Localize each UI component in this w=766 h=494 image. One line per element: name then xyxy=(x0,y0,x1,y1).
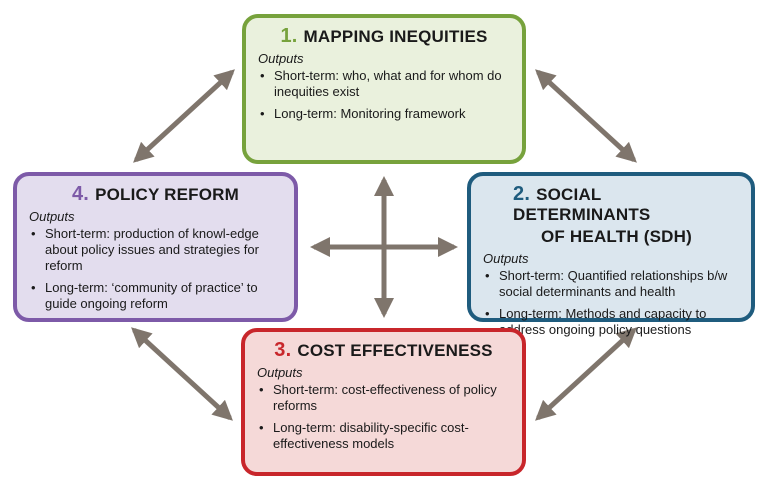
box2-item-long-term: Long-term: Methods and capacity to addre… xyxy=(483,306,739,338)
box3-item-short-term: Short-term: cost-effectiveness of policy… xyxy=(257,382,510,414)
box2-title: 2.SOCIAL DETERMINANTS xyxy=(483,184,739,225)
box4-title-text: POLICY REFORM xyxy=(95,185,240,204)
box4-title: 4. POLICY REFORM xyxy=(29,184,282,205)
box-cost-effectiveness: 3. COST EFFECTIVENESS Outputs Short-term:… xyxy=(241,328,526,476)
box-policy-reform: 4. POLICY REFORM Outputs Short-term: prod… xyxy=(13,172,298,322)
box2-list: Short-term: Quantified relationships b/w… xyxy=(483,268,739,338)
box3-number: 3. xyxy=(274,339,292,361)
box1-list: Short-term: who, what and for whom do in… xyxy=(258,68,510,122)
box2-title-line2: OF HEALTH (SDH) xyxy=(541,227,692,246)
box2-title-line1: SOCIAL DETERMINANTS xyxy=(513,185,651,224)
box1-item-long-term: Long-term: Monitoring framework xyxy=(258,106,510,122)
box3-outputs-label: Outputs xyxy=(257,365,303,380)
box1-outputs-label: Outputs xyxy=(258,51,304,66)
box2-item-short-term: Short-term: Quantified relationships b/w… xyxy=(483,268,739,300)
box2-number: 2. xyxy=(513,183,531,205)
box3-title-text: COST EFFECTIVENESS xyxy=(297,341,493,360)
box3-item-long-term: Long-term: disability-specific cost-effe… xyxy=(257,420,510,452)
box3-title: 3. COST EFFECTIVENESS xyxy=(257,340,510,361)
arrow-box4-box3 xyxy=(131,327,233,421)
box3-list: Short-term: cost-effectiveness of policy… xyxy=(257,382,510,452)
box-social-determinants: 2.SOCIAL DETERMINANTS OF HEALTH (SDH) Ou… xyxy=(467,172,755,337)
box4-number: 4. xyxy=(71,183,90,205)
arrow-box2-box3 xyxy=(535,327,637,421)
box1-title-text: MAPPING INEQUITIES xyxy=(303,27,488,46)
box4-list: Short-term: production of knowl-edge abo… xyxy=(29,226,282,312)
box2-outputs-label: Outputs xyxy=(483,251,529,266)
arrow-box1-box2 xyxy=(535,69,637,163)
box4-item-long-term: Long-term: ‘community of practice’ to gu… xyxy=(29,280,282,312)
box1-title: 1. MAPPING INEQUITIES xyxy=(258,26,510,47)
box4-item-short-term: Short-term: production of knowl-edge abo… xyxy=(29,226,282,274)
arrow-box1-box4 xyxy=(133,69,235,163)
box-mapping-inequities: 1. MAPPING INEQUITIES Outputs Short-term:… xyxy=(242,14,526,164)
box1-number: 1. xyxy=(280,25,298,47)
box4-outputs-label: Outputs xyxy=(29,209,75,224)
box1-item-short-term: Short-term: who, what and for whom do in… xyxy=(258,68,510,100)
